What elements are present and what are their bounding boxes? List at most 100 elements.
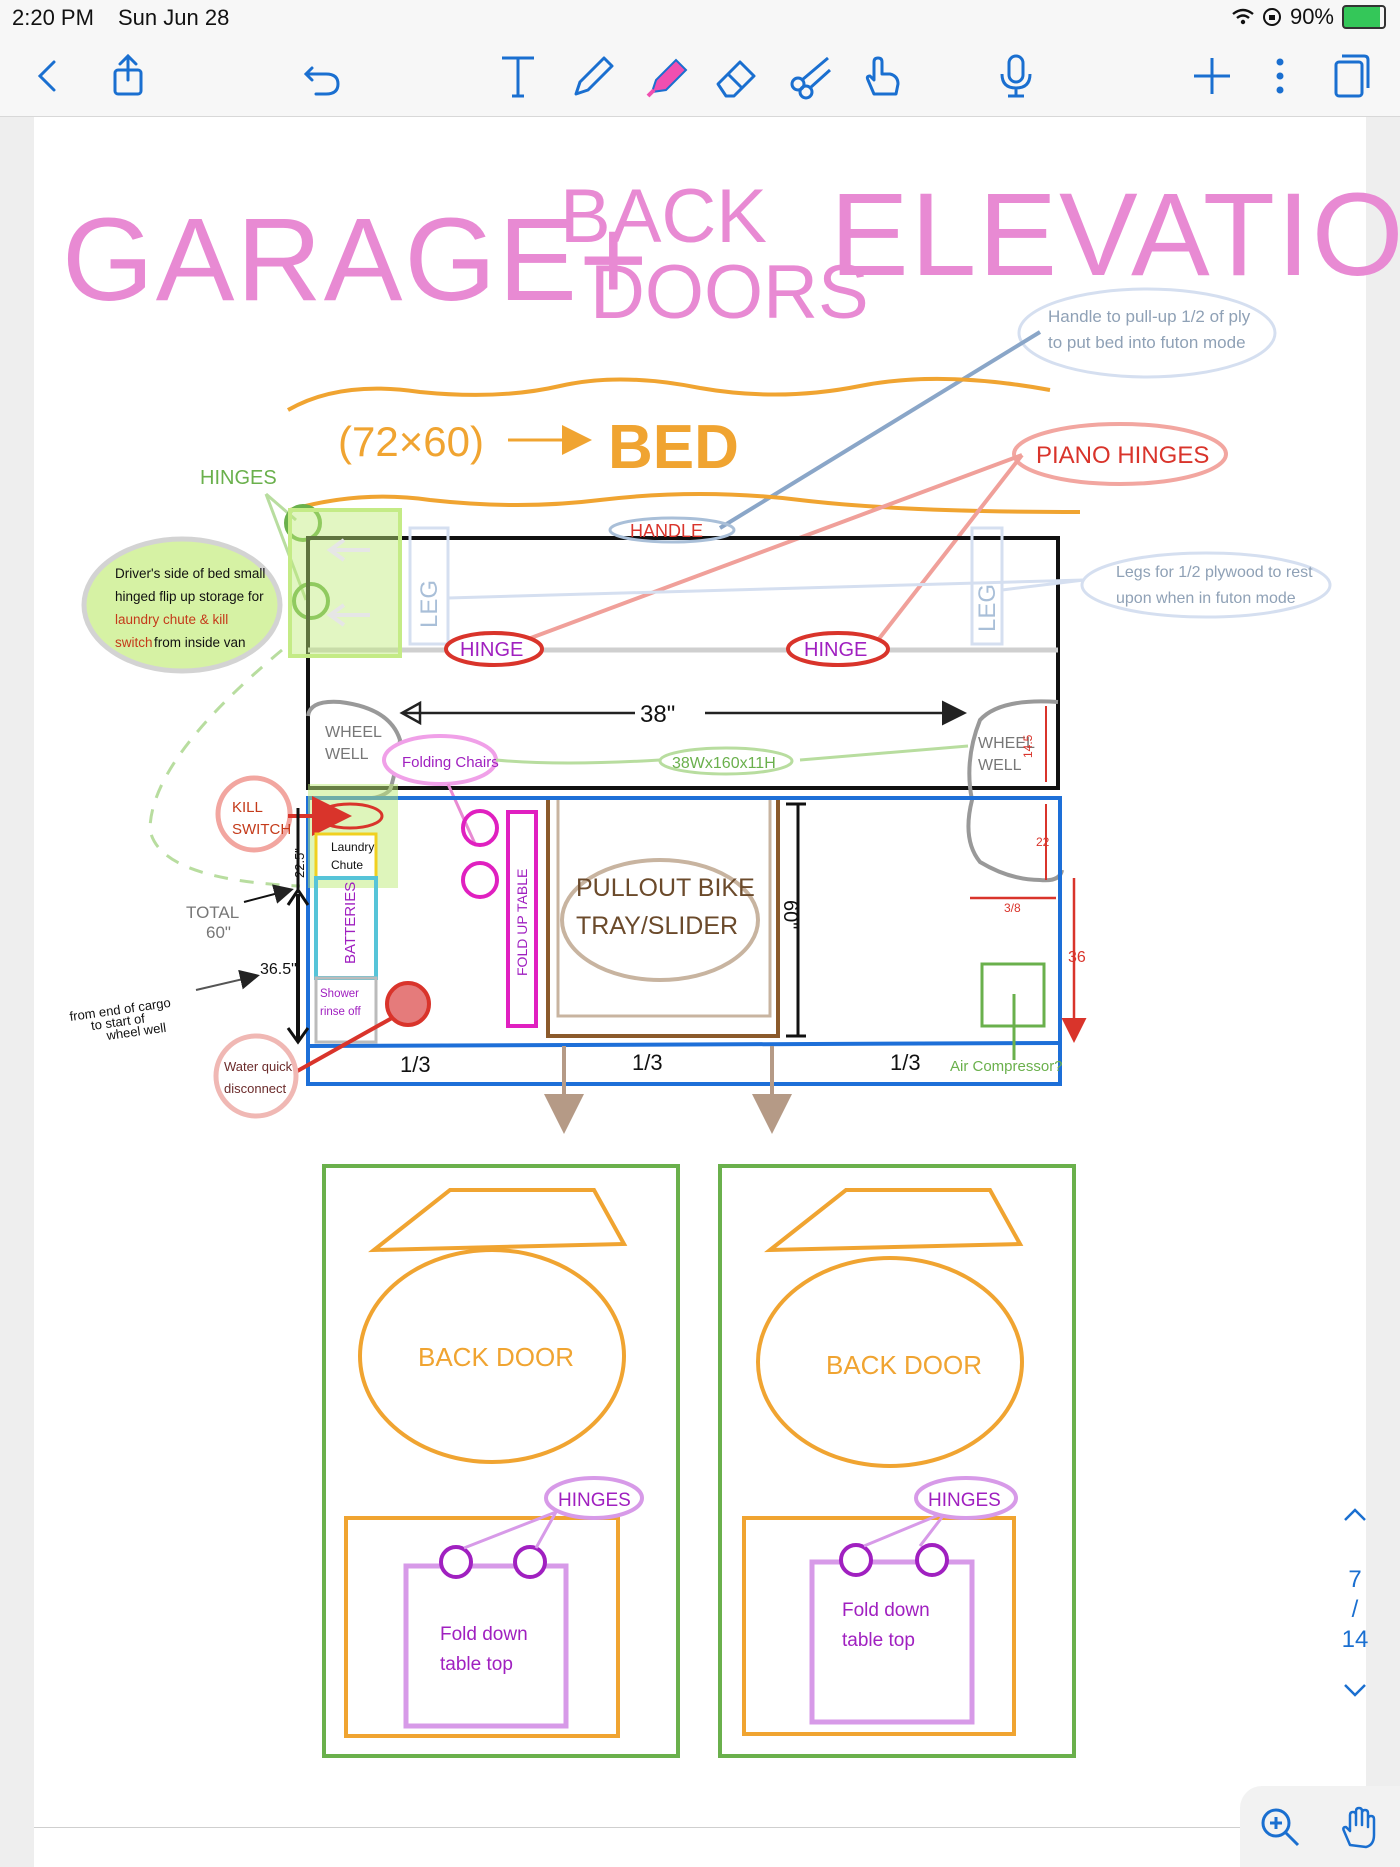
total-pointer [243, 884, 294, 904]
back-door-right-bubble [756, 1256, 1024, 1468]
title-back: BACK [560, 174, 767, 259]
lasso-tool-button[interactable] [780, 46, 840, 106]
wheel-well-right [966, 699, 1064, 883]
microphone-button[interactable] [986, 46, 1046, 106]
fold-up-table [506, 810, 538, 1028]
dim-14-5: 14.5 [1021, 734, 1035, 758]
bed-frame [306, 536, 1060, 790]
hinges-left-label: HINGES [558, 1490, 631, 1511]
share-button[interactable] [98, 46, 158, 106]
highlighter-tool-button[interactable] [636, 46, 696, 106]
pan-button[interactable] [1338, 1805, 1382, 1849]
third-3: 1/3 [890, 1050, 921, 1075]
dim-22: 22 [1036, 835, 1050, 849]
drivers-note-line4b: from inside van [154, 635, 246, 650]
battery-percent: 90% [1289, 4, 1334, 29]
zoom-button[interactable] [1258, 1805, 1302, 1849]
chair-circle-1 [461, 809, 499, 847]
piano-hinges-label: PIANO HINGES [1036, 442, 1209, 469]
back-button[interactable] [18, 46, 78, 106]
third-1: 1/3 [400, 1052, 431, 1077]
orientation-lock-icon [1262, 8, 1281, 26]
leg-left [408, 526, 450, 646]
legs-pointer-1 [447, 578, 1085, 600]
bed-bottom-outline [289, 492, 1081, 514]
undo-icon [303, 66, 340, 96]
dim-36-5: 36.5" [260, 961, 297, 978]
handle-note-line1: Handle to pull-up 1/2 of ply [1048, 307, 1251, 326]
bed-top-outline [287, 376, 1051, 412]
sketch-canvas[interactable]: GARAGE+ BACK DOORS ELEVATION Handle to p… [0, 117, 1400, 1837]
fold-down-left-line2: table top [440, 1654, 513, 1675]
back-door-left-label: BACK DOOR [418, 1342, 574, 1372]
garage-floor-line [307, 1041, 1061, 1048]
legs-note-bubble [1080, 551, 1332, 619]
status-time: 2:20 PM [12, 5, 94, 30]
back-door-left: BACK DOOR HINGES Fold down table top [322, 1164, 680, 1758]
wheel-left-line1: WHEEL [325, 724, 382, 741]
hinge-circle-right-a [839, 1543, 873, 1577]
fold-up-table-label: FOLD UP TABLE [514, 869, 530, 976]
previous-page-button[interactable] [1330, 1500, 1380, 1531]
text-tool-button[interactable] [488, 46, 548, 106]
chevron-down-icon [1344, 1684, 1366, 1697]
fold-down-table-right [809, 1559, 975, 1725]
piano-hinge-line-1 [519, 453, 1023, 644]
fold-down-left-line1: Fold down [440, 1624, 528, 1645]
pen-tool-button[interactable] [562, 46, 622, 106]
add-button[interactable] [1182, 46, 1242, 106]
storage-flip-up [288, 508, 402, 658]
fold-down-table-left [403, 1563, 569, 1729]
page-separator: / [1351, 1596, 1359, 1623]
water-disconnect-bubble [213, 1033, 299, 1119]
folding-chairs-pointer [446, 783, 478, 847]
pages-button[interactable] [1320, 46, 1380, 106]
legs-note-line2: upon when in futon mode [1116, 590, 1296, 607]
back-door-left-panel [344, 1516, 620, 1738]
total-label: TOTAL [186, 903, 239, 922]
drivers-note-line1: Driver's side of bed small [115, 566, 265, 581]
chevron-up-icon [1344, 1508, 1366, 1521]
back-door-right-frame [718, 1164, 1076, 1758]
plus-icon [1194, 58, 1230, 94]
hinge-tag-left-bubble [444, 631, 544, 667]
handle-tag-bubble [608, 516, 736, 544]
dim-3-8: 3/8 [1004, 901, 1021, 915]
title: GARAGE+ BACK DOORS ELEVATION [62, 169, 1400, 335]
width-dim-label: 38" [640, 701, 675, 728]
page-bottom-divider [34, 1827, 1244, 1828]
chair-dims-bubble [658, 746, 794, 776]
water-pointer [291, 1016, 393, 1076]
next-page-button[interactable] [1330, 1677, 1380, 1708]
back-door-right: BACK DOOR HINGES Fold down table top [718, 1164, 1076, 1758]
undo-button[interactable] [292, 46, 352, 106]
bike-tray-bubble [560, 858, 760, 982]
back-door-right-window [764, 1188, 1024, 1253]
piano-hinges-bubble [1012, 422, 1228, 486]
more-vertical-icon [1276, 58, 1284, 94]
hinge-circle-right-b [915, 1543, 949, 1577]
highlighter-icon [646, 58, 688, 98]
cargo-pointer [195, 969, 260, 991]
laundry-label: Laundry [331, 840, 374, 854]
more-button[interactable] [1250, 46, 1310, 106]
pages-icon [1334, 54, 1370, 98]
hinges-pointer-2 [264, 493, 308, 601]
hand-icon [1342, 1806, 1376, 1848]
hinge-circle-1 [284, 504, 322, 542]
page-navigator: 7 / 14 [1330, 1500, 1380, 1730]
hinge-circle-left-b [513, 1545, 547, 1579]
hinge-tag-right: HINGE [804, 639, 867, 661]
hinges-top-label: HINGES [200, 467, 277, 489]
eraser-tool-button[interactable] [706, 46, 766, 106]
touch-tool-button[interactable] [852, 46, 912, 106]
bed-label: BED [608, 413, 739, 482]
hinge-circle-left-a [439, 1545, 473, 1579]
width-dim-arrow-left [399, 700, 422, 726]
dim-36: 36 [1068, 949, 1086, 966]
handle-note-line2: to put bed into futon mode [1048, 333, 1246, 352]
handle-tag: HANDLE [630, 521, 703, 541]
wifi-icon [1232, 8, 1254, 25]
bike-tray-inner [556, 800, 772, 1018]
wheel-right-line1: WHEEL [978, 735, 1035, 752]
